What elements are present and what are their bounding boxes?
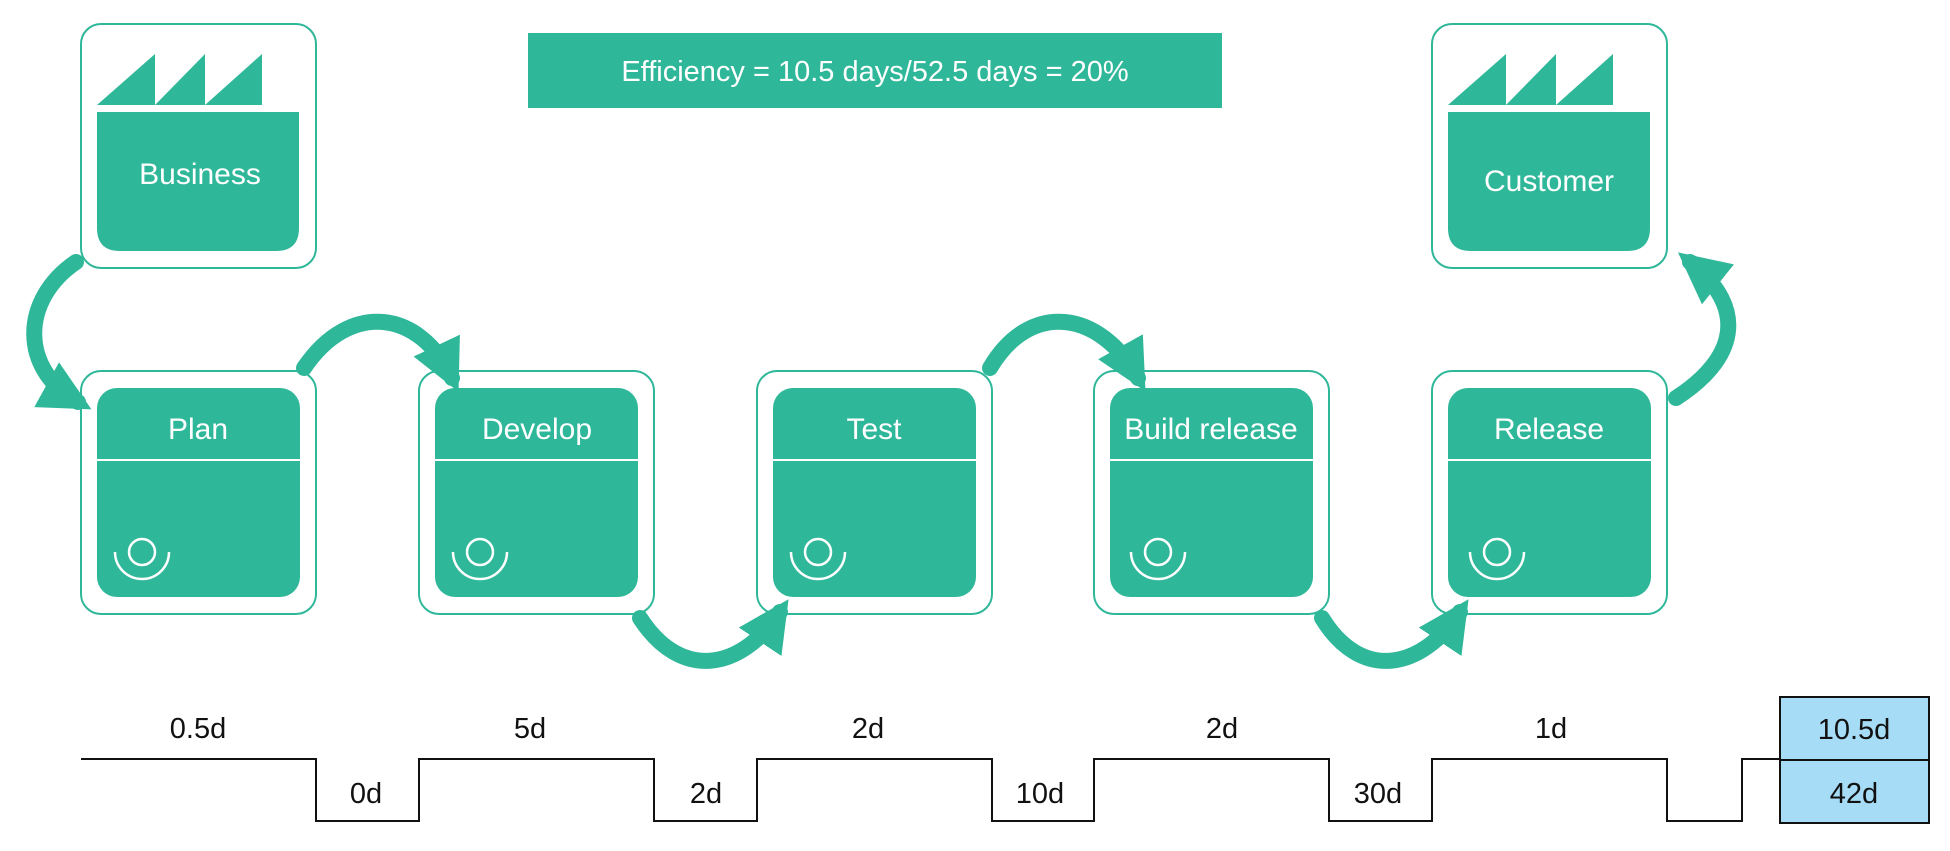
flow-arrow-test-to-build-release [982, 313, 1146, 392]
process-time-build-release: 2d [1206, 713, 1238, 745]
step-label: Develop [482, 413, 592, 446]
flow-arrow-business-to-plan [26, 254, 92, 410]
flow-arrows [26, 252, 1737, 669]
summary-totals: 10.5d 42d [1779, 696, 1930, 824]
operator-icon [1129, 537, 1187, 581]
flow-arrow-plan-to-develop [296, 313, 460, 392]
wait-time: 2d [690, 778, 722, 810]
process-time-develop: 5d [514, 713, 546, 745]
efficiency-formula: Efficiency = 10.5 days/52.5 days = 20% [621, 56, 1128, 88]
step-label: Plan [168, 413, 228, 446]
total-process-time: 10.5d [1818, 714, 1891, 746]
wait-time: 10d [1016, 778, 1064, 810]
wait-time: 30d [1354, 778, 1402, 810]
factory-icon [1448, 54, 1613, 105]
customer-label: Customer [1484, 165, 1614, 198]
process-step-release: Release [1431, 370, 1668, 615]
flow-arrow-release-to-customer [1668, 252, 1737, 406]
business-label: Business [139, 158, 261, 191]
total-wait-time: 42d [1830, 778, 1878, 810]
process-step-test: Test [756, 370, 993, 615]
process-time-test: 2d [852, 713, 884, 745]
process-time-plan: 0.5d [170, 713, 226, 745]
step-label: Test [846, 413, 902, 446]
timeline-ladder [81, 758, 1782, 822]
process-step-plan: Plan [80, 370, 317, 615]
process-time-release: 1d [1535, 713, 1567, 745]
process-step-build-release: Build release [1093, 370, 1330, 615]
operator-icon [789, 537, 847, 581]
step-label: Build release [1124, 413, 1297, 446]
process-step-develop: Develop [418, 370, 655, 615]
operator-icon [451, 537, 509, 581]
operator-icon [113, 537, 171, 581]
wait-time: 0d [350, 778, 382, 810]
customer-box: Customer [1431, 23, 1668, 269]
operator-icon [1468, 537, 1526, 581]
efficiency-banner: Efficiency = 10.5 days/52.5 days = 20% [528, 33, 1222, 108]
flow-arrow-develop-to-test [632, 599, 789, 669]
flow-arrow-build-release-to-release [1314, 599, 1469, 669]
factory-icon [97, 54, 262, 105]
step-label: Release [1494, 413, 1604, 446]
business-supplier: Business [80, 23, 317, 269]
